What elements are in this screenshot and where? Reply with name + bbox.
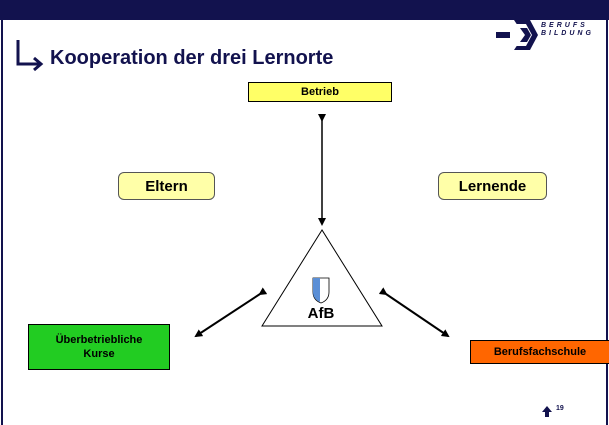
node-ueberbetriebliche-kurse: Überbetriebliche Kurse <box>28 324 170 370</box>
node-ueberbetrieblich-line2: Kurse <box>83 348 115 360</box>
right-border-line <box>606 20 608 425</box>
berufsbildung-logo-icon <box>496 20 538 50</box>
node-betrieb: Betrieb <box>248 82 392 102</box>
up-arrow-icon <box>542 406 552 417</box>
node-berufsfachschule: Berufsfachschule <box>470 340 609 364</box>
slide-title: Kooperation der drei Lernorte <box>50 47 334 69</box>
top-header-bar <box>0 0 609 20</box>
arrow-afb-berufsfachschule <box>378 287 450 338</box>
afb-label: AfB <box>307 305 335 322</box>
turn-right-arrow-icon <box>16 40 44 72</box>
page-number: 19 <box>556 405 564 412</box>
shield-icon <box>312 277 330 304</box>
node-eltern: Eltern <box>118 172 215 200</box>
logo-text-bildung: BILDUNG <box>541 30 594 37</box>
logo-text-berufs: BERUFS <box>541 22 588 29</box>
node-ueberbetrieblich-line1: Überbetriebliche <box>55 334 143 346</box>
arrow-afb-ueberbetrieblich <box>194 287 268 338</box>
left-border-line <box>1 20 3 425</box>
node-lernende: Lernende <box>438 172 547 200</box>
